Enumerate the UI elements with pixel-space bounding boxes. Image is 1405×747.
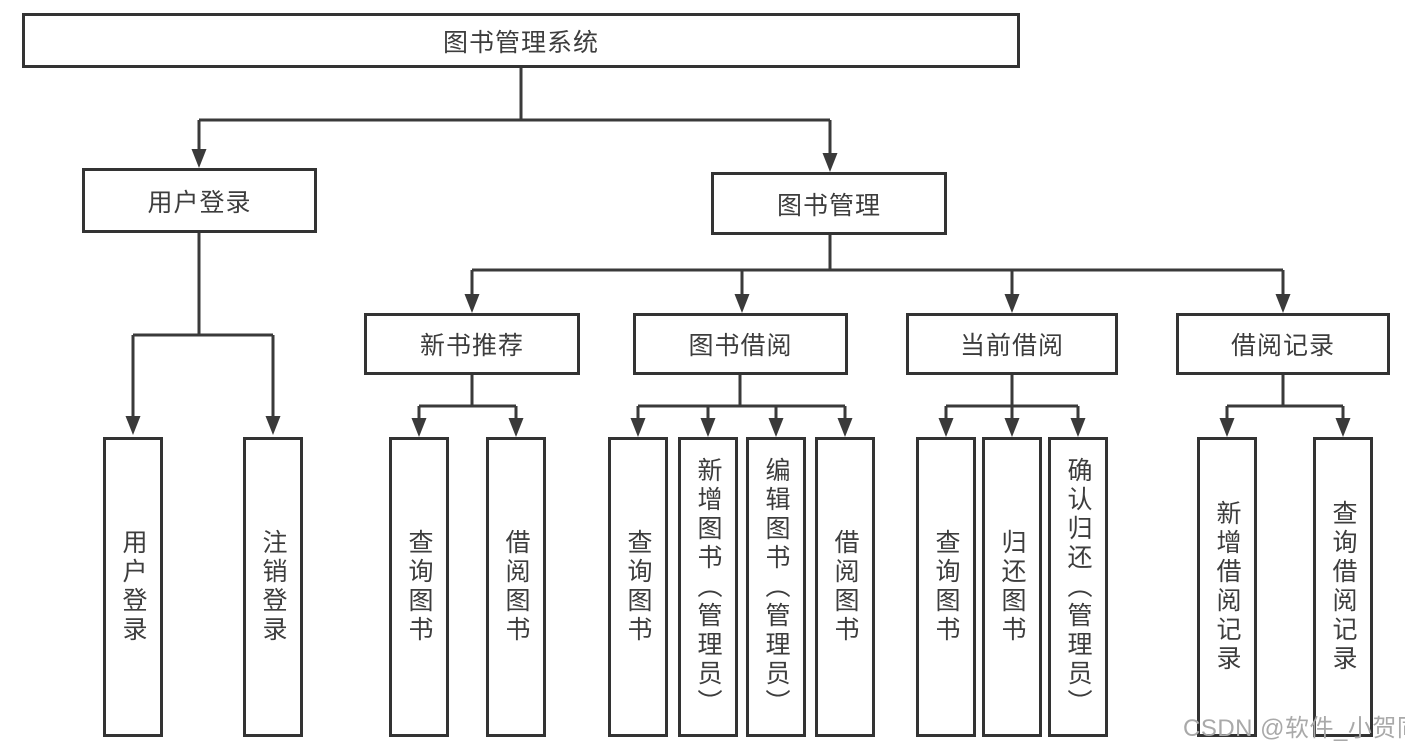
leaf-label: 归还图书 bbox=[998, 529, 1026, 645]
leaf-label: 查询图书 bbox=[405, 529, 433, 645]
leaf-label: 借阅图书 bbox=[502, 529, 530, 645]
arrow-down-icon bbox=[1004, 294, 1020, 313]
arrow-down-icon bbox=[837, 418, 853, 437]
node-current-borrowing: 当前借阅 bbox=[906, 313, 1118, 375]
leaf-bb-borrow-books: 借阅图书 bbox=[815, 437, 875, 737]
arrow-down-icon bbox=[265, 416, 281, 435]
csdn-watermark: CSDN @软件_小贺同学 bbox=[1183, 715, 1405, 742]
connector-book-borrow-branch bbox=[636, 375, 847, 418]
arrow-down-icon bbox=[1070, 418, 1086, 437]
arrow-down-icon bbox=[464, 294, 480, 313]
leaf-nb-query-books: 查询图书 bbox=[389, 437, 449, 737]
connector-book-mgmt-branch bbox=[470, 235, 1285, 294]
arrow-down-icon bbox=[411, 418, 427, 437]
leaf-label: 新增借阅记录 bbox=[1213, 500, 1241, 674]
node-new-book-recommend: 新书推荐 bbox=[364, 313, 580, 375]
arrow-down-icon bbox=[125, 416, 141, 435]
leaf-nb-borrow-books: 借阅图书 bbox=[486, 437, 546, 737]
arrow-down-icon bbox=[700, 418, 716, 437]
arrow-down-icon bbox=[1335, 418, 1351, 437]
arrow-down-icon bbox=[508, 418, 524, 437]
arrow-down-icon bbox=[822, 153, 838, 172]
node-book-borrowing: 图书借阅 bbox=[633, 313, 848, 375]
connector-current-borrow-branch bbox=[944, 375, 1080, 418]
leaf-label: 查询借阅记录 bbox=[1329, 500, 1357, 674]
leaf-logout: 注销登录 bbox=[243, 437, 303, 737]
node-borrow-records: 借阅记录 bbox=[1176, 313, 1390, 375]
leaf-label: 编辑图书（管理员） bbox=[762, 456, 790, 718]
node-book-management: 图书管理 bbox=[711, 172, 947, 235]
arrow-down-icon bbox=[1275, 294, 1291, 313]
connector-user-login-branch bbox=[131, 233, 275, 416]
leaf-br-add-record: 新增借阅记录 bbox=[1197, 437, 1257, 737]
leaf-user-login: 用户登录 bbox=[103, 437, 163, 737]
connector-new-book-branch bbox=[417, 375, 518, 418]
arrow-down-icon bbox=[1004, 418, 1020, 437]
leaf-label: 借阅图书 bbox=[831, 529, 859, 645]
leaf-cb-query-books: 查询图书 bbox=[916, 437, 976, 737]
leaf-label: 查询图书 bbox=[624, 529, 652, 645]
leaf-label: 用户登录 bbox=[119, 529, 147, 645]
leaf-label: 新增图书（管理员） bbox=[694, 456, 722, 718]
leaf-label: 注销登录 bbox=[259, 529, 287, 645]
leaf-bb-add-books-admin: 新增图书（管理员） bbox=[678, 437, 738, 737]
node-library-management-system: 图书管理系统 bbox=[22, 13, 1020, 68]
leaf-br-query-record: 查询借阅记录 bbox=[1313, 437, 1373, 737]
arrow-down-icon bbox=[630, 418, 646, 437]
connector-borrow-record-branch bbox=[1225, 375, 1345, 418]
arrow-down-icon bbox=[768, 418, 784, 437]
node-user-login: 用户登录 bbox=[82, 168, 317, 233]
arrow-down-icon bbox=[938, 418, 954, 437]
leaf-bb-edit-books-admin: 编辑图书（管理员） bbox=[746, 437, 806, 737]
leaf-label: 确认归还（管理员） bbox=[1064, 456, 1092, 718]
arrow-down-icon bbox=[1219, 418, 1235, 437]
arrow-down-icon bbox=[734, 294, 750, 313]
leaf-label: 查询图书 bbox=[932, 529, 960, 645]
connector-root-branch bbox=[197, 68, 832, 153]
leaf-cb-return-books: 归还图书 bbox=[982, 437, 1042, 737]
leaf-bb-query-books: 查询图书 bbox=[608, 437, 668, 737]
leaf-cb-confirm-return-admin: 确认归还（管理员） bbox=[1048, 437, 1108, 737]
arrow-down-icon bbox=[191, 149, 207, 168]
